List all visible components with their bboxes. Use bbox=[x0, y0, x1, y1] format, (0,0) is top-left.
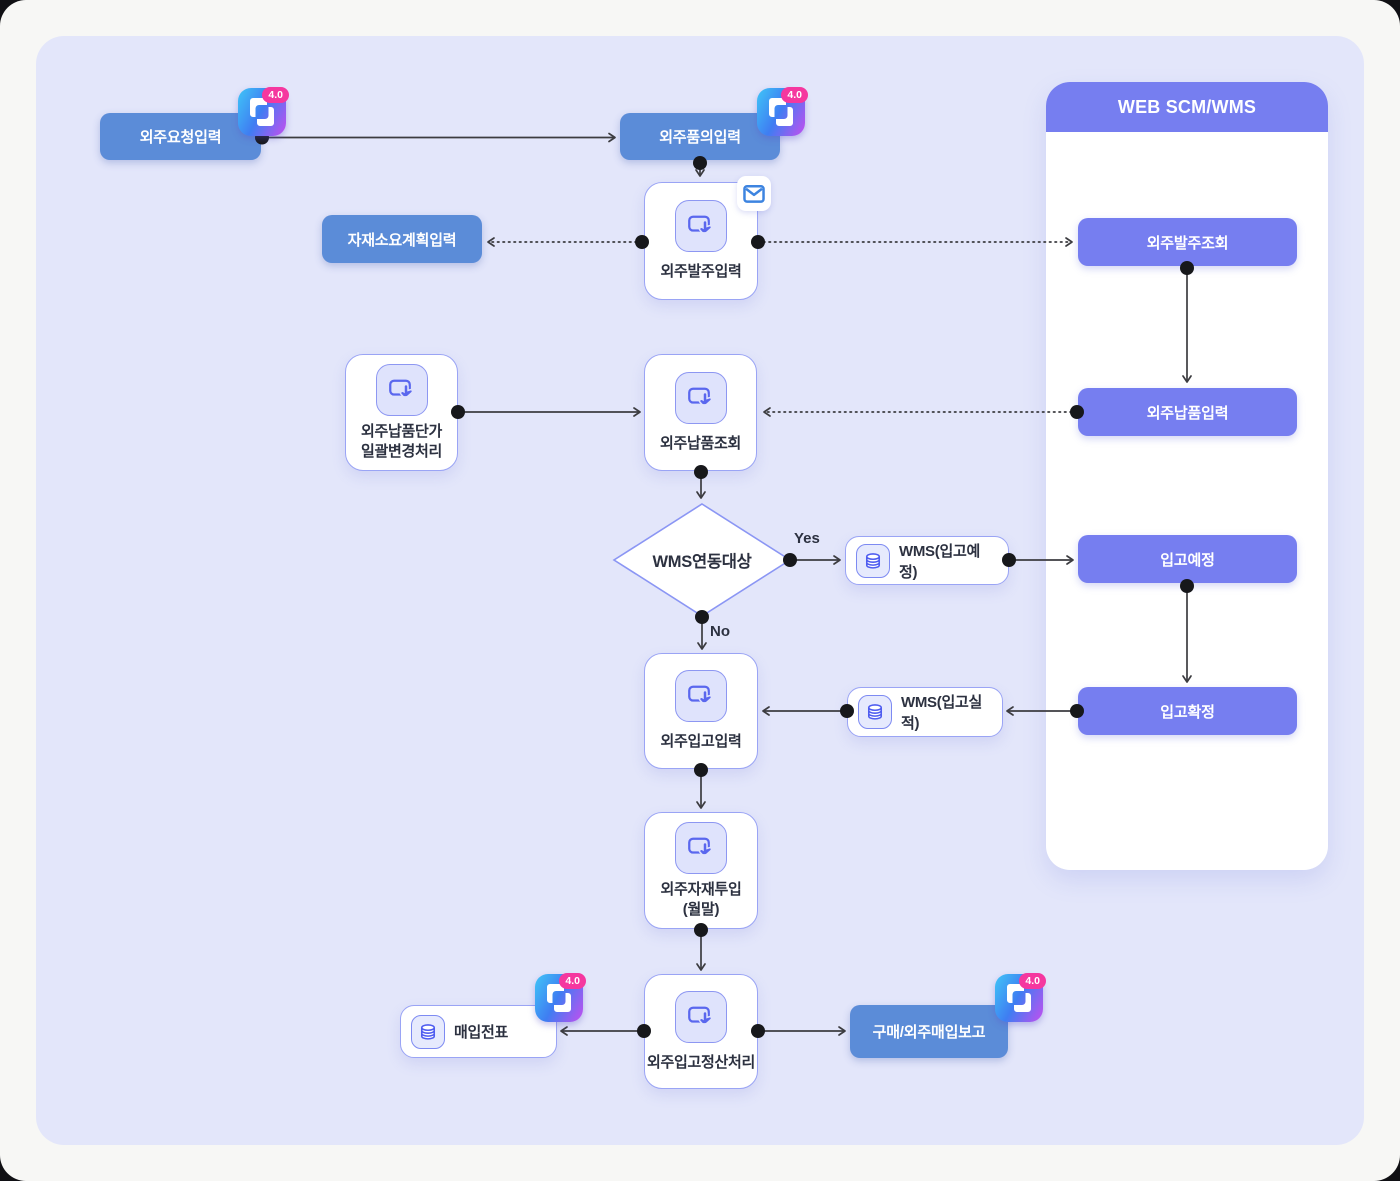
panel-item-label: 입고확정 bbox=[1160, 703, 1215, 721]
node-label: WMS(입고실적) bbox=[901, 694, 982, 732]
panel-item-receipt-expected[interactable]: 입고예정 bbox=[1078, 535, 1297, 583]
touch-icon bbox=[675, 822, 727, 874]
version-badge: 4.0 bbox=[262, 87, 289, 104]
touch-icon bbox=[375, 364, 428, 416]
node-label: 외주납품단가 일괄변경처리 bbox=[360, 423, 442, 460]
web-scm-wms-panel: WEB SCM/WMS bbox=[1046, 82, 1328, 870]
node-purchase-voucher[interactable]: 매입전표 bbox=[400, 1005, 557, 1058]
touch-icon bbox=[675, 990, 727, 1043]
node-outsourcing-receipt-settlement[interactable]: 외주입고정산처리 bbox=[644, 974, 758, 1089]
panel-item-receipt-confirm[interactable]: 입고확정 bbox=[1078, 687, 1297, 735]
node-wms-receipt-expected[interactable]: WMS(입고예정) bbox=[845, 536, 1009, 585]
node-label: 외주자재투입 (월말) bbox=[660, 881, 742, 918]
version-badge: 4.0 bbox=[781, 87, 808, 104]
mail-icon bbox=[737, 176, 771, 211]
touch-icon bbox=[675, 200, 727, 253]
node-purchase-outsourcing-report[interactable]: 구매/외주매입보고 bbox=[850, 1005, 1008, 1058]
node-outsourcing-approval-entry[interactable]: 외주품의입력 bbox=[620, 113, 780, 160]
node-label: 외주발주입력 bbox=[660, 263, 742, 281]
erp-app-icon: 4.0 bbox=[995, 973, 1046, 1022]
node-label: 자재소요계획입력 bbox=[347, 231, 457, 249]
node-label: 외주품의입력 bbox=[659, 129, 741, 146]
database-icon bbox=[411, 1014, 445, 1049]
erp-app-icon: 4.0 bbox=[238, 87, 289, 136]
database-icon bbox=[856, 543, 890, 578]
database-icon bbox=[858, 695, 892, 729]
node-label: 외주입고입력 bbox=[660, 733, 742, 751]
decision-label: WMS연동대상 bbox=[652, 553, 752, 571]
touch-icon bbox=[674, 371, 727, 424]
node-label: 구매/외주매입보고 bbox=[872, 1024, 986, 1041]
node-outsourcing-material-input[interactable]: 외주자재투입 (월말) bbox=[644, 812, 758, 929]
node-wms-receipt-actual[interactable]: WMS(입고실적) bbox=[847, 687, 1003, 737]
node-outsourcing-delivery-inquiry[interactable]: 외주납품조회 bbox=[644, 354, 757, 471]
erp-app-icon: 4.0 bbox=[757, 87, 808, 136]
node-label: 외주입고정산처리 bbox=[646, 1053, 755, 1071]
version-badge: 4.0 bbox=[559, 973, 586, 990]
panel-item-label: 외주납품입력 bbox=[1146, 404, 1229, 422]
panel-item-outsourcing-delivery-entry[interactable]: 외주납품입력 bbox=[1078, 388, 1297, 436]
node-label: 매입전표 bbox=[454, 1024, 509, 1041]
touch-icon bbox=[675, 670, 727, 723]
panel-title: WEB SCM/WMS bbox=[1046, 82, 1328, 132]
node-label: 외주납품조회 bbox=[659, 434, 741, 452]
panel-item-label: 입고예정 bbox=[1160, 551, 1215, 569]
decision-wms-link-target: WMS연동대상 bbox=[610, 500, 794, 620]
node-delivery-price-batch-change[interactable]: 외주납품단가 일괄변경처리 bbox=[345, 354, 458, 471]
panel-item-outsourcing-po-inquiry[interactable]: 외주발주조회 bbox=[1078, 218, 1297, 266]
panel-item-label: 외주발주조회 bbox=[1146, 234, 1229, 252]
node-outsourcing-request-entry[interactable]: 외주요청입력 bbox=[100, 113, 261, 160]
node-label: WMS(입고예정) bbox=[899, 542, 980, 581]
edge-label-yes: Yes bbox=[794, 530, 820, 547]
node-material-requirement-plan-entry[interactable]: 자재소요계획입력 bbox=[322, 215, 482, 263]
erp-app-icon: 4.0 bbox=[535, 973, 586, 1022]
node-outsourcing-receipt-entry[interactable]: 외주입고입력 bbox=[644, 653, 758, 769]
version-badge: 4.0 bbox=[1019, 973, 1046, 990]
edge-label-no: No bbox=[710, 623, 730, 640]
node-label: 외주요청입력 bbox=[139, 129, 222, 146]
